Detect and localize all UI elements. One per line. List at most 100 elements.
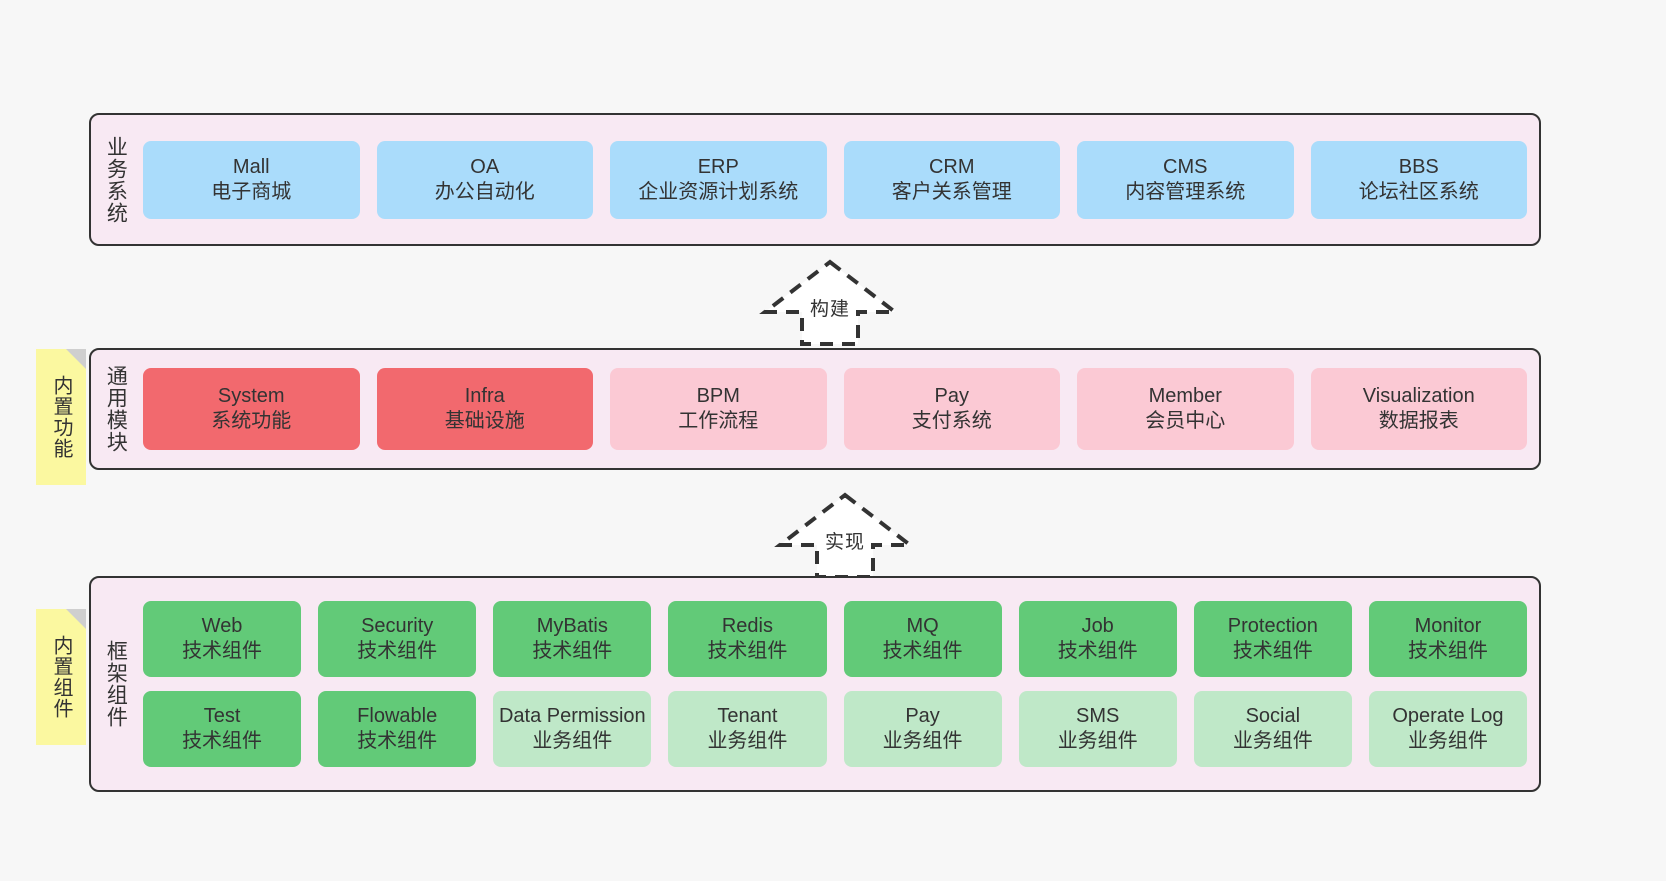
node-social[interactable]: Social 业务组件 (1193, 691, 1352, 767)
node-cms[interactable]: CMS 内容管理系统 (1077, 140, 1294, 219)
sticky-note-builtin-component: 内置组件 (36, 609, 86, 745)
node-bpm-sub: 工作流程 (678, 410, 759, 432)
node-monitor-name: Monitor (1414, 615, 1482, 637)
node-test[interactable]: Test 技术组件 (143, 691, 302, 767)
node-bbs-sub: 论坛社区系统 (1358, 180, 1479, 203)
arrow-implement: 实现 (770, 489, 920, 581)
node-system-name: System (217, 385, 285, 407)
business-node-row: Mall 电子商城 OA 办公自动化 ERP 企业资源计划系统 CRM 客户关系… (143, 140, 1527, 219)
node-member-name: Member (1148, 385, 1222, 407)
layer-general-modules-title: 通用模块 (104, 365, 128, 453)
node-mybatis-sub: 技术组件 (532, 640, 613, 662)
node-erp-sub: 企业资源计划系统 (638, 180, 799, 203)
node-security-sub: 技术组件 (357, 640, 438, 662)
node-oa-sub: 办公自动化 (434, 180, 535, 203)
node-job-name: Job (1081, 615, 1114, 637)
arrow-build-shape (759, 259, 901, 346)
node-security-name: Security (361, 615, 434, 637)
layer-business-system-body: Mall 电子商城 OA 办公自动化 ERP 企业资源计划系统 CRM 客户关系… (139, 115, 1539, 244)
node-flowable[interactable]: Flowable 技术组件 (318, 691, 477, 767)
node-operate-log[interactable]: Operate Log 业务组件 (1368, 691, 1527, 767)
node-cms-name: CMS (1163, 155, 1208, 178)
node-redis-sub: 技术组件 (707, 640, 788, 662)
layer-framework-components-body: Web 技术组件 Security 技术组件 MyBatis 技术组件 Redi… (139, 578, 1539, 790)
node-data-permission-sub: 业务组件 (532, 730, 613, 752)
node-crm[interactable]: CRM 客户关系管理 (843, 140, 1060, 219)
node-flowable-sub: 技术组件 (357, 730, 438, 752)
layer-business-system-title: 业务系统 (104, 135, 128, 224)
layer-general-modules-body: System 系统功能 Infra 基础设施 BPM 工作流程 Pay 支付系统… (139, 350, 1539, 468)
node-bpm[interactable]: BPM 工作流程 (610, 368, 827, 450)
layer-general-modules: 通用模块 System 系统功能 Infra 基础设施 BPM 工作流程 Pay… (89, 348, 1541, 470)
node-bbs[interactable]: BBS 论坛社区系统 (1310, 140, 1527, 219)
node-pay-component-sub: 业务组件 (882, 730, 963, 752)
node-job[interactable]: Job 技术组件 (1018, 601, 1177, 677)
node-tenant-name: Tenant (717, 705, 778, 727)
node-infra-name: Infra (464, 385, 505, 407)
node-data-permission-name: Data Permission (498, 705, 646, 727)
node-job-sub: 技术组件 (1057, 640, 1138, 662)
node-social-sub: 业务组件 (1232, 730, 1313, 752)
arrow-build: 构建 (755, 256, 905, 348)
node-operate-log-sub: 业务组件 (1407, 730, 1488, 752)
node-redis-name: Redis (721, 615, 773, 637)
sticky-note-builtin-function: 内置功能 (36, 349, 86, 485)
arrow-implement-label: 实现 (824, 532, 865, 553)
node-erp[interactable]: ERP 企业资源计划系统 (610, 140, 827, 219)
node-operate-log-name: Operate Log (1392, 705, 1504, 727)
node-pay-module[interactable]: Pay 支付系统 (843, 368, 1060, 450)
node-crm-name: CRM (928, 155, 975, 178)
node-mall[interactable]: Mall 电子商城 (143, 140, 360, 219)
node-monitor[interactable]: Monitor 技术组件 (1368, 601, 1527, 677)
node-social-name: Social (1245, 705, 1301, 727)
layer-framework-components-title: 框架组件 (104, 640, 128, 728)
node-tenant-sub: 业务组件 (707, 730, 788, 752)
node-mq[interactable]: MQ 技术组件 (843, 601, 1002, 677)
arrow-build-label: 构建 (809, 299, 850, 320)
node-flowable-name: Flowable (357, 705, 438, 727)
node-mq-sub: 技术组件 (882, 640, 963, 662)
node-redis[interactable]: Redis 技术组件 (668, 601, 827, 677)
node-visualization-name: Visualization (1362, 385, 1475, 407)
node-cms-sub: 内容管理系统 (1125, 180, 1246, 203)
node-mybatis[interactable]: MyBatis 技术组件 (493, 601, 652, 677)
node-system-sub: 系统功能 (211, 410, 292, 432)
node-bpm-name: BPM (696, 385, 740, 407)
node-visualization-sub: 数据报表 (1378, 410, 1459, 432)
module-node-row: System 系统功能 Infra 基础设施 BPM 工作流程 Pay 支付系统… (143, 368, 1527, 450)
node-pay-component[interactable]: Pay 业务组件 (843, 691, 1002, 767)
node-mall-name: Mall (232, 155, 270, 178)
node-pay-component-name: Pay (905, 705, 940, 727)
node-erp-name: ERP (697, 155, 739, 178)
node-pay-module-sub: 支付系统 (911, 410, 992, 432)
node-crm-sub: 客户关系管理 (891, 180, 1012, 203)
node-test-name: Test (203, 705, 241, 727)
layer-framework-components: 框架组件 Web 技术组件 Security 技术组件 MyBatis 技术组件… (89, 576, 1541, 792)
node-oa[interactable]: OA 办公自动化 (376, 140, 593, 219)
sticky-note-builtin-component-text: 内置组件 (50, 635, 72, 719)
node-sms[interactable]: SMS 业务组件 (1018, 691, 1177, 767)
node-sms-name: SMS (1076, 705, 1120, 727)
node-member[interactable]: Member 会员中心 (1077, 368, 1294, 450)
framework-node-row-1: Web 技术组件 Security 技术组件 MyBatis 技术组件 Redi… (143, 601, 1527, 677)
node-bbs-name: BBS (1398, 155, 1439, 178)
sticky-fold-corner-icon (66, 609, 86, 629)
node-tenant[interactable]: Tenant 业务组件 (668, 691, 827, 767)
node-security[interactable]: Security 技术组件 (318, 601, 477, 677)
node-visualization[interactable]: Visualization 数据报表 (1310, 368, 1527, 450)
node-data-permission[interactable]: Data Permission 业务组件 (493, 691, 652, 767)
node-protection-sub: 技术组件 (1232, 640, 1313, 662)
node-monitor-sub: 技术组件 (1407, 640, 1488, 662)
node-pay-module-name: Pay (934, 385, 969, 407)
node-oa-name: OA (470, 155, 500, 178)
node-system[interactable]: System 系统功能 (143, 368, 360, 450)
node-sms-sub: 业务组件 (1057, 730, 1138, 752)
node-web[interactable]: Web 技术组件 (143, 601, 302, 677)
node-mall-sub: 电子商城 (211, 180, 292, 203)
node-infra[interactable]: Infra 基础设施 (376, 368, 593, 450)
node-mq-name: MQ (906, 615, 939, 637)
node-test-sub: 技术组件 (182, 730, 263, 752)
node-infra-sub: 基础设施 (444, 410, 525, 432)
node-protection[interactable]: Protection 技术组件 (1193, 601, 1352, 677)
